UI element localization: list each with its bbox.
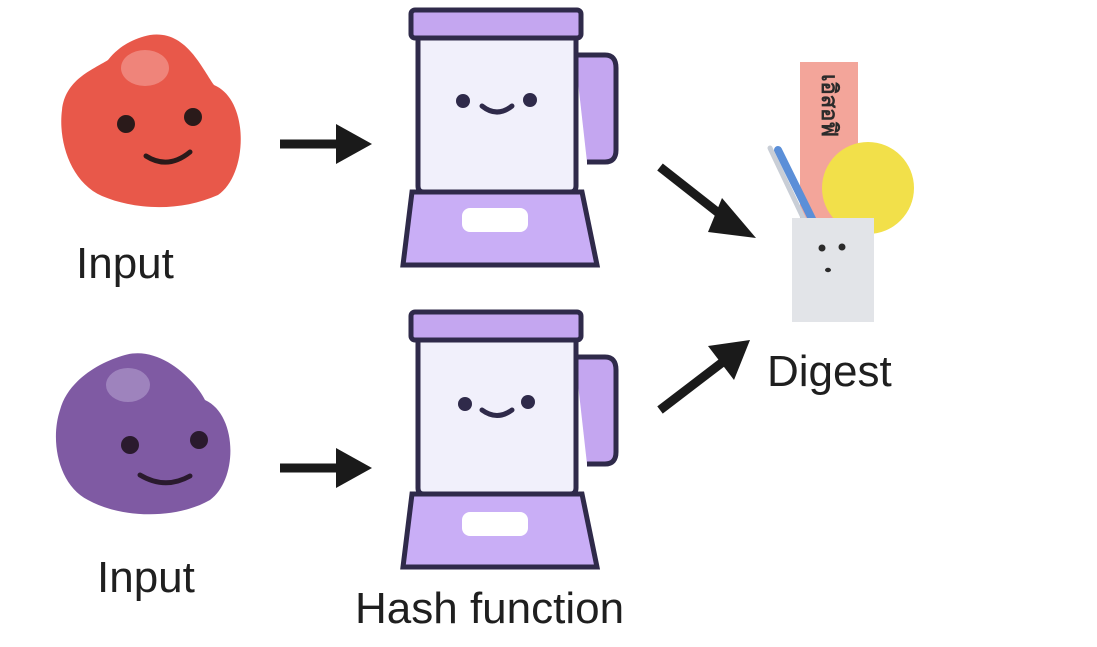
red-blob-right-eye <box>184 108 202 126</box>
arrow-head-4 <box>708 340 750 380</box>
arrow-hash2-to-digest <box>657 354 731 414</box>
digest-blue-stick <box>774 146 819 229</box>
blender1-jar <box>415 35 579 195</box>
hash-blender-top <box>400 7 619 268</box>
digest-cup-right-eye <box>838 243 846 251</box>
purple-blob-highlight <box>106 368 150 402</box>
blender2-left-eye <box>458 397 472 411</box>
purple-blob-body <box>55 353 231 515</box>
blender1-lid <box>408 7 584 41</box>
digest-gray-stick <box>767 145 811 231</box>
hash-blender-bottom <box>400 309 619 570</box>
digest-cup-mouth <box>825 267 831 273</box>
blender1-handle <box>575 52 619 165</box>
digest-cup: เอิสอฟิ <box>767 62 914 322</box>
digest-strip-text: เอิสอฟิ <box>817 74 842 137</box>
input-label-top: Input <box>76 239 174 288</box>
digest-cup-left-eye <box>818 244 826 252</box>
arrow-head-1 <box>336 124 372 164</box>
purple-blob-right-eye <box>190 431 208 449</box>
arrow-head-2 <box>336 448 372 488</box>
red-blob-highlight <box>121 50 169 86</box>
input-label-bottom: Input <box>97 553 195 602</box>
blender1-right-eye <box>523 93 537 107</box>
blender2-button <box>462 512 528 536</box>
blender1-left-eye <box>456 94 470 108</box>
blender2-lid <box>408 309 584 343</box>
blender2-smile <box>479 407 515 418</box>
arrow-head-3 <box>708 198 756 238</box>
red-blob-body <box>61 34 241 208</box>
red-blob-smile <box>143 149 193 165</box>
digest-cup-body <box>792 218 874 322</box>
input-blob-red <box>61 34 241 208</box>
blender1-button <box>462 208 528 232</box>
digest-label: Digest <box>767 347 892 396</box>
purple-blob-left-eye <box>121 436 139 454</box>
red-blob-left-eye <box>117 115 135 133</box>
hash-function-label: Hash function <box>355 584 625 633</box>
purple-blob-smile <box>137 472 193 486</box>
input-blob-purple <box>55 353 231 515</box>
blender1-smile <box>479 103 515 115</box>
digest-yellow-ball <box>822 142 914 234</box>
blender2-handle <box>575 354 619 467</box>
blender2-right-eye <box>521 395 535 409</box>
